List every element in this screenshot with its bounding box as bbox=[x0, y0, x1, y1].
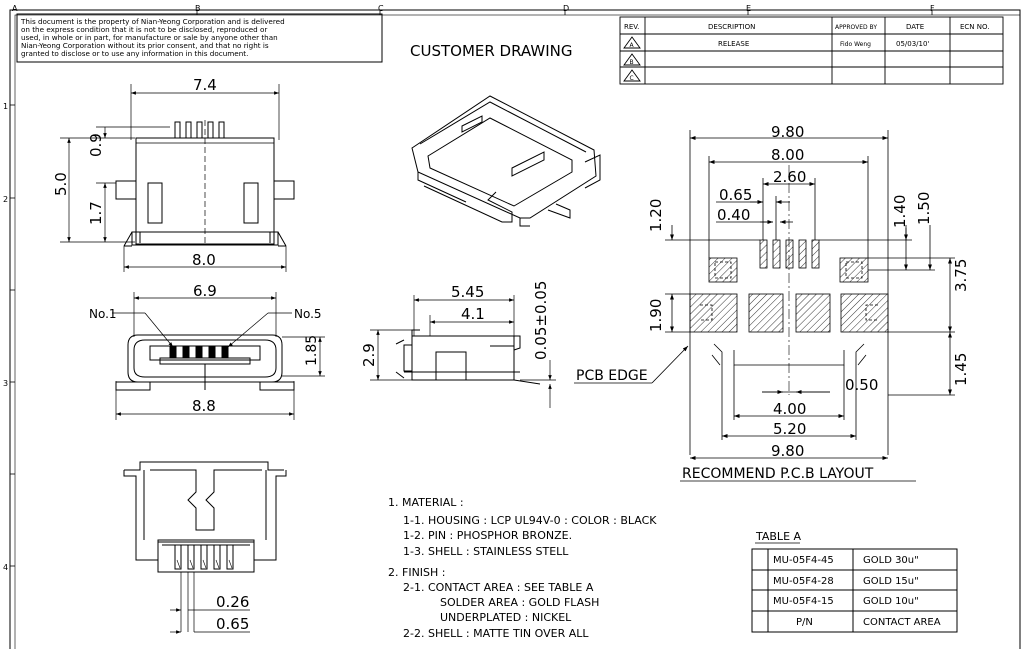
pcb-dim-120: 1.20 bbox=[647, 199, 665, 232]
row-label-2: 2 bbox=[3, 195, 8, 204]
pcb-dim-375: 3.75 bbox=[952, 259, 970, 292]
pin5-label: No.5 bbox=[294, 307, 322, 321]
rev-a-label: A bbox=[630, 42, 635, 49]
rev-a-approved: Fido Weng bbox=[840, 41, 871, 48]
table-a-title: TABLE A bbox=[755, 530, 802, 543]
notice-line: on the express condition that it is not … bbox=[21, 25, 267, 34]
note-shell-finish: 2-2. SHELL : MATTE TIN OVER ALL bbox=[403, 627, 589, 640]
pcb-edge-label: PCB EDGE bbox=[576, 368, 648, 384]
pcb-dim-150: 1.50 bbox=[915, 192, 933, 225]
rev-a-description: RELEASE bbox=[718, 40, 749, 48]
col-label-f: F bbox=[930, 4, 935, 13]
table-a-pn: MU-05F4-45 bbox=[773, 555, 834, 566]
pcb-dim-145: 1.45 bbox=[952, 353, 970, 386]
table-a-pn: MU-05F4-28 bbox=[773, 576, 834, 587]
pin-width-dim: 0.26 bbox=[216, 593, 249, 611]
pcb-dim-040: 0.40 bbox=[717, 206, 750, 224]
table-a-area: GOLD 10u" bbox=[863, 596, 919, 607]
notice-line: This document is the property of Nian-Ye… bbox=[20, 17, 285, 26]
row-label-1: 1 bbox=[3, 102, 8, 111]
pin1-label: No.1 bbox=[89, 307, 117, 321]
rev-a-date: 05/03/10' bbox=[896, 40, 929, 48]
front-height-dim: 1.85 bbox=[304, 335, 320, 366]
sheet-frame bbox=[9, 9, 1021, 649]
pcb-layout-title: RECOMMEND P.C.B LAYOUT bbox=[682, 466, 874, 482]
row-label-4: 4 bbox=[3, 563, 8, 572]
row-label-3: 3 bbox=[3, 379, 8, 388]
pcb-dim-065: 0.65 bbox=[719, 186, 752, 204]
pin-pitch-dim: 0.65 bbox=[216, 615, 249, 633]
top-view bbox=[60, 84, 295, 272]
top-height-dim: 5.0 bbox=[52, 172, 70, 196]
note-material: 1. MATERIAL : bbox=[388, 496, 464, 509]
side-view bbox=[370, 295, 556, 408]
col-label-b: B bbox=[195, 4, 201, 13]
col-label-c: C bbox=[378, 4, 384, 13]
pcb-dim-140: 1.40 bbox=[891, 195, 909, 228]
col-label-a: A bbox=[12, 4, 18, 13]
pcb-layout bbox=[574, 130, 955, 460]
notes: 1. MATERIAL : 1-1. HOUSING : LCP UL94V-0… bbox=[388, 496, 657, 640]
top-base-dim: 8.0 bbox=[192, 251, 216, 269]
isometric-view bbox=[411, 95, 601, 227]
top-lower-dim: 1.7 bbox=[87, 201, 105, 225]
pcb-dim-520: 5.20 bbox=[773, 420, 806, 438]
note-finish: 2. FINISH : bbox=[388, 566, 446, 579]
drawing-title: CUSTOMER DRAWING bbox=[410, 42, 572, 60]
table-a-header-area: CONTACT AREA bbox=[863, 617, 941, 628]
frame-ticks bbox=[10, 10, 933, 567]
table-a-area: GOLD 15u" bbox=[863, 576, 919, 587]
property-notice: This document is the property of Nian-Ye… bbox=[16, 13, 383, 63]
col-label-e: E bbox=[746, 4, 751, 13]
side-height-dim: 2.9 bbox=[360, 343, 378, 367]
note-contact-area: 2-1. CONTACT AREA : SEE TABLE A bbox=[403, 581, 594, 594]
date-header: DATE bbox=[906, 23, 924, 31]
row-labels: 1 2 3 4 bbox=[3, 102, 8, 572]
pcb-dim-260: 2.60 bbox=[773, 168, 806, 186]
top-upper-dim: 0.9 bbox=[87, 133, 105, 157]
pcb-dim-980-bottom: 9.80 bbox=[771, 442, 804, 460]
bottom-view bbox=[123, 461, 287, 634]
notice-line: granted to disclose or to use any inform… bbox=[21, 49, 248, 58]
approved-by-header: APPROVED BY bbox=[835, 24, 877, 31]
front-base-dim: 8.8 bbox=[192, 397, 216, 415]
pcb-dim-400: 4.00 bbox=[773, 400, 806, 418]
front-width-dim: 6.9 bbox=[193, 282, 217, 300]
rev-header: REV. bbox=[624, 23, 639, 31]
side-offset-dim: 0.05±0.05 bbox=[532, 281, 550, 360]
table-a-header-pn: P/N bbox=[796, 617, 813, 628]
pcb-dim-980-top: 9.80 bbox=[771, 123, 804, 141]
table-a: TABLE A MU-05F4-45 GOLD 30u" MU-05F4-28 … bbox=[751, 530, 958, 633]
rev-c-label: C bbox=[630, 75, 634, 82]
note-housing: 1-1. HOUSING : LCP UL94V-0 : COLOR : BLA… bbox=[403, 514, 657, 527]
notice-line: used, in whole or in part, for manufactu… bbox=[21, 33, 278, 42]
note-solder-area: SOLDER AREA : GOLD FLASH bbox=[440, 596, 599, 609]
pcb-dim-050: 0.50 bbox=[845, 376, 878, 394]
table-a-pn: MU-05F4-15 bbox=[773, 596, 834, 607]
pcb-dim-190: 1.90 bbox=[647, 299, 665, 332]
side-length-dim: 5.45 bbox=[451, 283, 484, 301]
table-a-area: GOLD 30u" bbox=[863, 555, 919, 566]
front-view bbox=[112, 292, 325, 420]
note-shell: 1-3. SHELL : STAINLESS STELL bbox=[403, 545, 569, 558]
rev-b-label: B bbox=[630, 59, 634, 66]
note-underplated: UNDERPLATED : NICKEL bbox=[440, 611, 572, 624]
description-header: DESCRIPTION bbox=[708, 23, 755, 31]
ecn-header: ECN NO. bbox=[960, 23, 989, 31]
pcb-dim-800: 8.00 bbox=[771, 146, 804, 164]
notice-line: Nian-Yeong Corporation without its prior… bbox=[21, 41, 269, 50]
top-width-dim: 7.4 bbox=[193, 76, 217, 94]
revision-table: REV. DESCRIPTION APPROVED BY DATE ECN NO… bbox=[619, 16, 1004, 85]
side-inner-dim: 4.1 bbox=[461, 305, 485, 323]
col-label-d: D bbox=[563, 4, 569, 13]
column-labels: A B C D E F bbox=[12, 4, 935, 13]
note-pin: 1-2. PIN : PHOSPHOR BRONZE. bbox=[403, 529, 572, 542]
pcb-dim-labels: 9.80 8.00 2.60 0.65 0.40 1.20 1.40 1.50 … bbox=[576, 123, 970, 482]
